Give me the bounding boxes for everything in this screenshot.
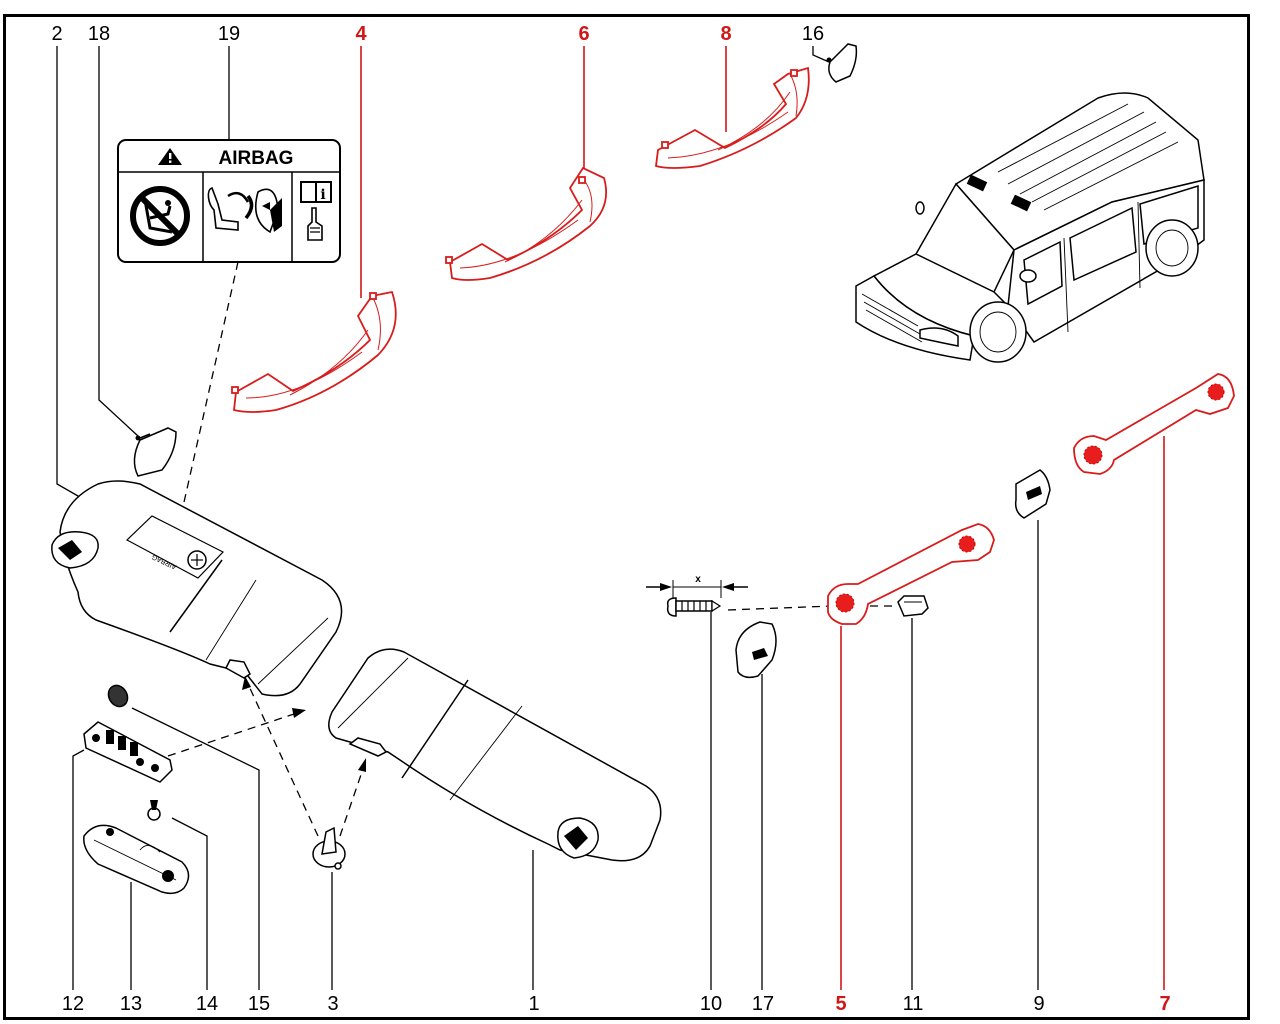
cover-cap-18 <box>133 427 177 477</box>
leader-12 <box>72 749 85 990</box>
callout-2: 2 <box>51 23 62 45</box>
manual-info-icon: i <box>300 181 332 203</box>
top-leader-lines <box>56 46 830 501</box>
assembly-arrows <box>167 676 366 837</box>
no-child-seat-icon <box>130 186 190 246</box>
clip-3 <box>312 826 346 870</box>
bottom-leader-lines <box>72 436 1165 990</box>
sun-visor-2: AIRBAG <box>51 480 343 697</box>
grommet-15 <box>107 684 129 708</box>
callout-1: 1 <box>528 993 539 1015</box>
callout-14: 14 <box>196 993 218 1015</box>
clip-nut-11 <box>897 595 929 617</box>
cover-13 <box>83 824 190 895</box>
callout-16: 16 <box>802 23 824 45</box>
airbag-label-title: AIRBAG <box>219 148 294 169</box>
leader-14 <box>171 817 208 990</box>
callout-19: 19 <box>218 23 240 45</box>
screw-14 <box>147 800 161 821</box>
callout-11: 11 <box>903 993 924 1015</box>
sun-visor-1 <box>328 648 662 862</box>
visor-clip-bracket-12 <box>83 721 173 783</box>
grab-handle-5 <box>827 523 995 625</box>
bottom-callouts: 12 13 14 15 3 1 10 17 5 11 9 7 <box>62 993 1171 1015</box>
leader-2 <box>56 46 86 501</box>
diagram-frame <box>3 14 1250 1020</box>
top-callouts: 2 18 19 4 6 8 16 <box>51 23 824 45</box>
trim-cover-17 <box>735 621 777 679</box>
seat-airbag-icon <box>207 186 282 234</box>
leader-15 <box>131 707 260 990</box>
callout-12: 12 <box>62 993 84 1015</box>
airbag-warning-label: AIRBAG i <box>117 139 341 263</box>
callout-6: 6 <box>578 23 589 45</box>
leader-18 <box>98 46 139 437</box>
callout-15: 15 <box>248 993 270 1015</box>
cover-cap-16 <box>826 43 858 83</box>
label-19-to-visor-arrow <box>179 261 239 521</box>
callout-4: 4 <box>355 23 367 45</box>
screw-dimension-label: x <box>695 574 701 585</box>
grab-handle-4 <box>231 290 397 413</box>
leader-16 <box>812 46 830 63</box>
grab-handle-7 <box>1073 373 1235 475</box>
screw-to-handle-dashed <box>727 605 833 611</box>
callout-17: 17 <box>752 993 774 1015</box>
callout-18: 18 <box>88 23 110 45</box>
callout-7: 7 <box>1159 993 1170 1015</box>
warning-triangle-icon <box>158 148 182 165</box>
callout-8: 8 <box>720 23 731 45</box>
screw-length-dimension: x <box>646 574 748 598</box>
svg-text:i: i <box>320 187 325 203</box>
callout-3: 3 <box>327 993 338 1015</box>
callout-9: 9 <box>1033 993 1044 1015</box>
grab-handle-6 <box>445 166 608 281</box>
screw-10 <box>666 597 722 617</box>
callout-10: 10 <box>700 993 722 1015</box>
pointing-hand-icon <box>307 207 323 241</box>
callout-13: 13 <box>120 993 142 1015</box>
grab-handle-8 <box>655 66 810 169</box>
callout-5: 5 <box>835 993 846 1015</box>
trim-cover-9 <box>1014 469 1051 519</box>
vehicle-reference-illustration <box>855 92 1205 363</box>
